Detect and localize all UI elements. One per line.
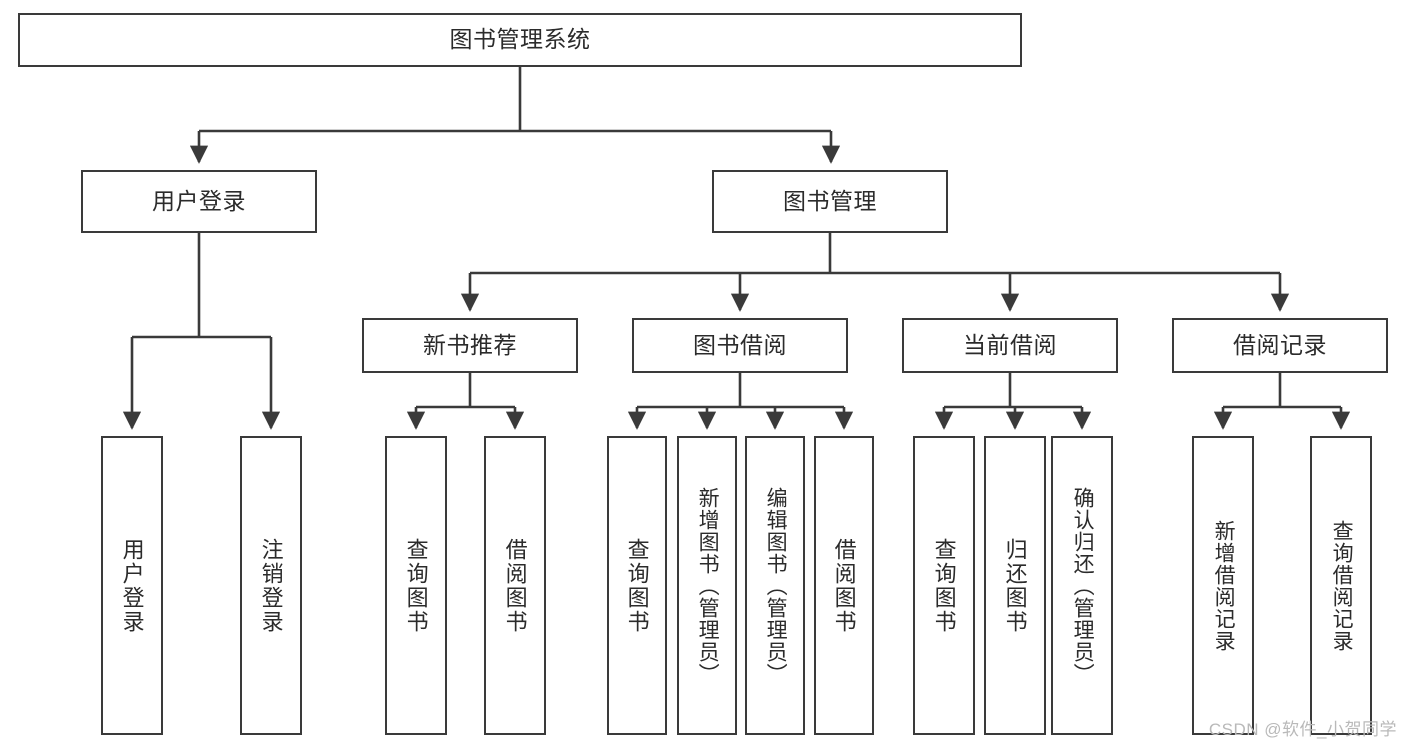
leaf-label: 注销登录 — [258, 537, 284, 634]
leaf-confirm-return-admin[interactable]: 确认归还（管理员） — [1051, 436, 1113, 735]
leaf-label: 确认归还（管理员） — [1071, 486, 1095, 685]
leaf-query-book-borrow[interactable]: 查询图书 — [607, 436, 667, 735]
leaf-query-book-recommend[interactable]: 查询图书 — [385, 436, 447, 735]
leaf-edit-book-admin[interactable]: 编辑图书（管理员） — [745, 436, 805, 735]
node-new-book-recommend[interactable]: 新书推荐 — [362, 318, 578, 373]
leaf-user-login[interactable]: 用户登录 — [101, 436, 163, 735]
leaf-label: 查询图书 — [403, 537, 429, 634]
leaf-add-book-admin[interactable]: 新增图书（管理员） — [677, 436, 737, 735]
leaf-label: 查询图书 — [624, 537, 650, 634]
node-label: 用户登录 — [152, 187, 246, 214]
leaf-label: 归还图书 — [1002, 537, 1028, 634]
leaf-logout[interactable]: 注销登录 — [240, 436, 302, 735]
node-root-system[interactable]: 图书管理系统 — [18, 13, 1022, 67]
leaf-add-borrow-record[interactable]: 新增借阅记录 — [1192, 436, 1254, 735]
leaf-label: 查询图书 — [931, 537, 957, 634]
leaf-label: 新增图书（管理员） — [696, 486, 720, 685]
leaf-label: 借阅图书 — [502, 537, 528, 634]
leaf-label: 新增借阅记录 — [1212, 519, 1236, 652]
leaf-label: 查询借阅记录 — [1330, 519, 1354, 652]
leaf-return-book[interactable]: 归还图书 — [984, 436, 1046, 735]
leaf-query-book-current[interactable]: 查询图书 — [913, 436, 975, 735]
leaf-label: 用户登录 — [119, 537, 145, 634]
leaf-borrow-book-borrow[interactable]: 借阅图书 — [814, 436, 874, 735]
leaf-label: 借阅图书 — [831, 537, 857, 634]
node-label: 借阅记录 — [1233, 331, 1327, 358]
node-user-login[interactable]: 用户登录 — [81, 170, 317, 233]
leaf-borrow-book-recommend[interactable]: 借阅图书 — [484, 436, 546, 735]
node-label: 图书借阅 — [693, 331, 787, 358]
node-current-borrow[interactable]: 当前借阅 — [902, 318, 1118, 373]
node-label: 图书管理 — [783, 187, 877, 214]
node-label: 图书管理系统 — [449, 26, 591, 53]
node-book-manage[interactable]: 图书管理 — [712, 170, 948, 233]
watermark-text: CSDN @软件_小贺同学 — [1208, 720, 1397, 739]
node-borrow-record[interactable]: 借阅记录 — [1172, 318, 1388, 373]
leaf-query-borrow-record[interactable]: 查询借阅记录 — [1310, 436, 1372, 735]
node-book-borrow[interactable]: 图书借阅 — [632, 318, 848, 373]
node-label: 当前借阅 — [963, 331, 1057, 358]
node-label: 新书推荐 — [423, 331, 517, 358]
leaf-label: 编辑图书（管理员） — [764, 486, 788, 685]
